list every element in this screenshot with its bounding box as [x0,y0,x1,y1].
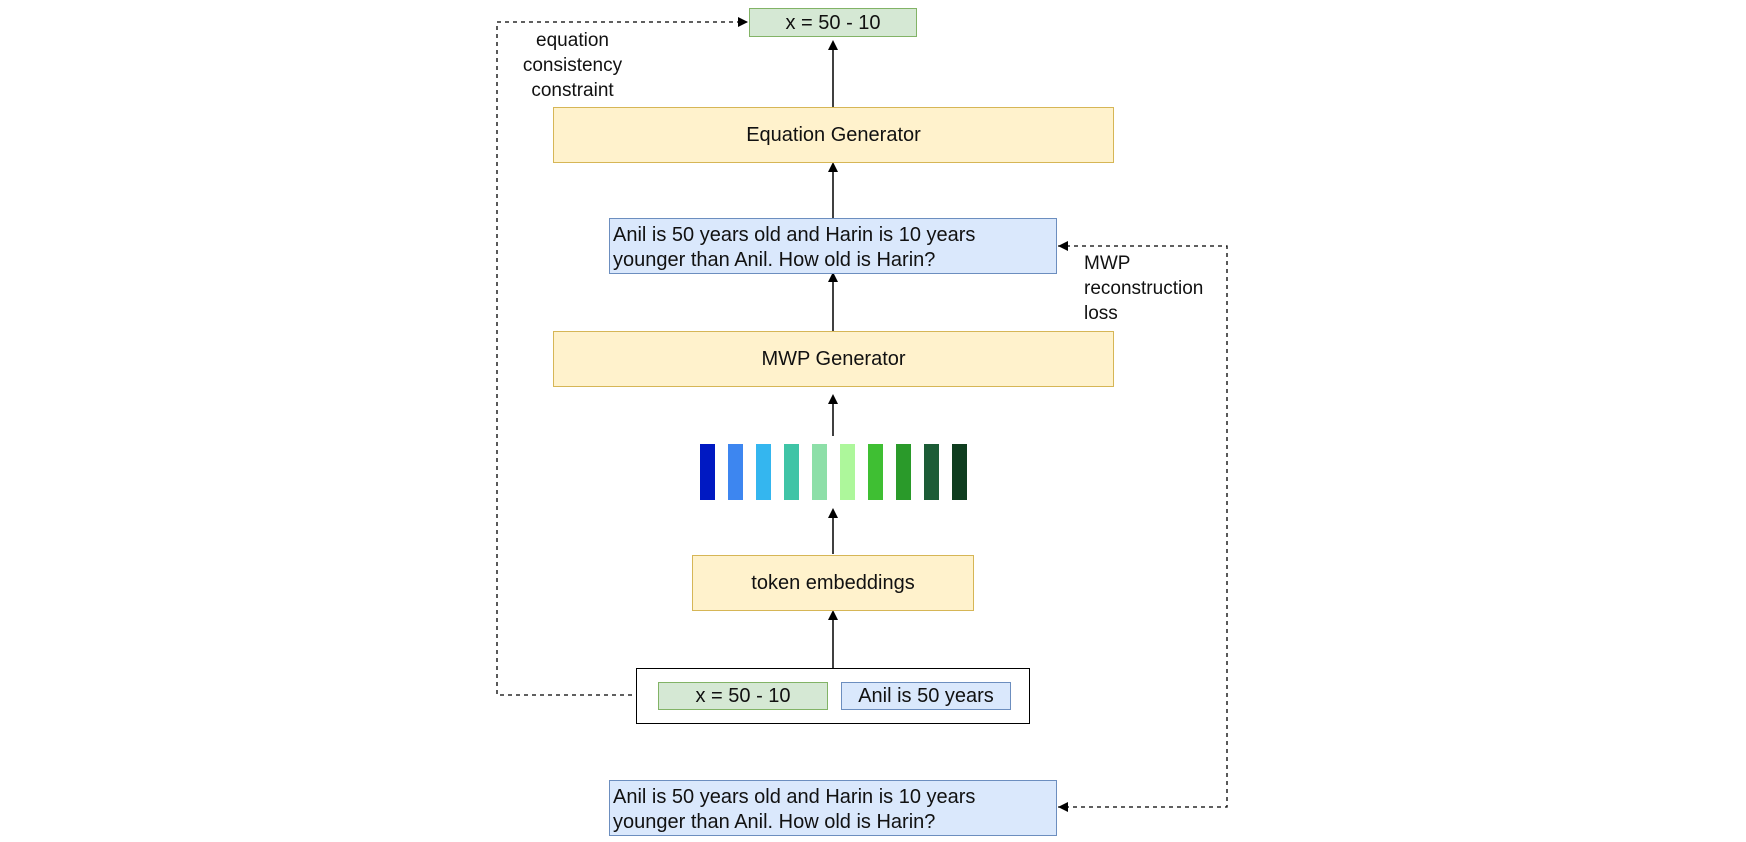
equation-output-text: x = 50 - 10 [785,11,881,34]
input-equation-node: x = 50 - 10 [658,682,828,710]
generated-mwp-line-2: younger than Anil. How old is Harin? [613,249,936,271]
embedding-swatch-9 [924,444,939,500]
equation-constraint-line-2: consistency [522,55,623,76]
input-text-text: Anil is 50 years [858,685,994,707]
mwp-loss-label: MWP reconstruction loss [1084,251,1203,326]
equation-generator-node: Equation Generator [553,107,1114,163]
embedding-swatch-6 [840,444,855,500]
embedding-swatch-1 [700,444,715,500]
target-mwp-line-1: Anil is 50 years old and Harin is 10 yea… [613,786,976,808]
generated-mwp-line-1: Anil is 50 years old and Harin is 10 yea… [613,224,976,246]
mwp-loss-line-1: MWP [1084,253,1131,274]
embedding-swatch-5 [812,444,827,500]
target-mwp-node: Anil is 50 years old and Harin is 10 yea… [609,780,1057,836]
mwp-generator-node: MWP Generator [553,331,1114,387]
embedding-swatch-10 [952,444,967,500]
equation-constraint-line-1: equation [536,30,609,51]
equation-output-node: x = 50 - 10 [749,8,917,37]
arrowhead-equation-output [738,17,748,27]
dashed-mwp-reconstruction-loop [1058,245,1228,808]
embedding-swatch-2 [728,444,743,500]
mwp-loss-line-3: loss [1084,303,1118,324]
embedding-swatch-7 [868,444,883,500]
arrowhead-target-mwp [1058,802,1068,812]
generated-mwp-node: Anil is 50 years old and Harin is 10 yea… [609,218,1057,274]
embedding-swatch-4 [784,444,799,500]
input-text-node: Anil is 50 years [841,682,1011,710]
input-equation-text: x = 50 - 10 [695,685,791,707]
token-embeddings-node: token embeddings [692,555,974,611]
arrowhead-mwp-text [1058,241,1068,251]
equation-generator-label: Equation Generator [746,124,921,146]
target-mwp-line-2: younger than Anil. How old is Harin? [613,811,936,833]
mwp-loss-line-2: reconstruction [1084,278,1204,299]
mwp-generator-label: MWP Generator [761,348,906,370]
embedding-swatch-3 [756,444,771,500]
equation-constraint-line-3: constraint [531,80,614,101]
embedding-swatch-8 [896,444,911,500]
token-embeddings-label: token embeddings [751,572,915,594]
equation-constraint-label: equation consistency constraint [505,28,640,103]
